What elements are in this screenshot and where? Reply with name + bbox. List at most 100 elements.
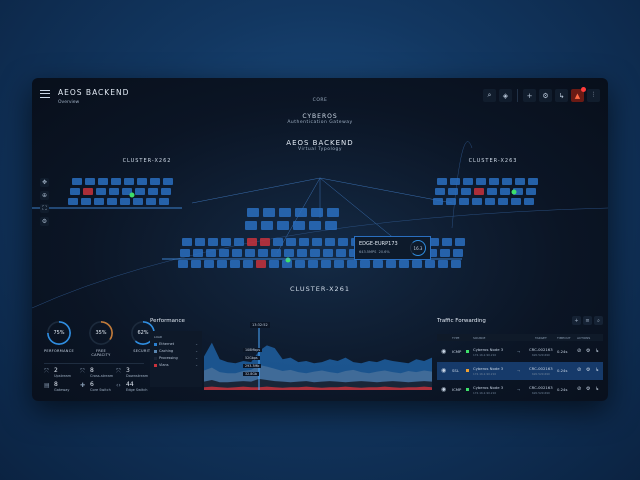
node-alert[interactable] (256, 260, 266, 268)
node[interactable] (245, 221, 257, 230)
node[interactable] (96, 188, 106, 195)
node[interactable] (150, 178, 160, 185)
node[interactable] (221, 238, 231, 246)
eye-icon[interactable]: ◉ (441, 367, 447, 374)
node[interactable] (526, 188, 536, 195)
node[interactable] (271, 249, 281, 257)
node[interactable] (269, 260, 279, 268)
node[interactable] (455, 238, 465, 246)
node[interactable] (111, 178, 121, 185)
node[interactable] (135, 188, 145, 195)
fit-icon[interactable]: ⛶ (40, 204, 49, 213)
node[interactable] (373, 260, 383, 268)
route-icon[interactable]: ↳ (595, 367, 600, 373)
legend-item[interactable]: Ethernet⌄ (154, 342, 198, 346)
settings-icon[interactable]: ⚙ (586, 348, 591, 354)
node[interactable] (109, 188, 119, 195)
node[interactable] (161, 188, 171, 195)
node[interactable] (325, 238, 335, 246)
node[interactable] (258, 249, 268, 257)
node[interactable] (206, 249, 216, 257)
filter-icon[interactable]: ≡ (583, 316, 592, 325)
table-row[interactable]: ◉ ICMP Cyberos Node 3 172.16.2.90.210 → … (437, 381, 603, 399)
node[interactable] (94, 198, 104, 205)
search-icon[interactable]: ⌕ (483, 89, 496, 102)
chevron-down-icon[interactable]: ⌄ (195, 363, 198, 367)
node[interactable] (435, 188, 445, 195)
block-icon[interactable]: ⊘ (577, 348, 582, 354)
settings-icon[interactable]: ⚙ (40, 217, 49, 226)
sliders-icon[interactable]: ⫶ (587, 89, 600, 102)
node[interactable] (312, 238, 322, 246)
node[interactable] (204, 260, 214, 268)
col-type[interactable]: TYPE (452, 336, 460, 340)
node[interactable] (232, 249, 242, 257)
node[interactable] (323, 249, 333, 257)
eye-icon[interactable]: ◉ (441, 386, 447, 393)
node[interactable] (338, 238, 348, 246)
node-alert[interactable] (247, 238, 257, 246)
chevron-down-icon[interactable]: ⌄ (195, 349, 198, 353)
chevron-down-icon[interactable]: ⌄ (195, 356, 198, 360)
node[interactable] (446, 198, 456, 205)
node[interactable] (286, 238, 296, 246)
route-icon[interactable]: ↳ (595, 386, 600, 392)
node[interactable] (433, 198, 443, 205)
layers-icon[interactable]: ◈ (499, 89, 512, 102)
legend-item[interactable]: Caching⌄ (154, 349, 198, 353)
col-target[interactable]: TARGET (535, 336, 547, 340)
node[interactable] (321, 260, 331, 268)
gateway-node[interactable]: CYBEROS Authentication Gateway (280, 113, 360, 125)
node[interactable] (133, 198, 143, 205)
block-icon[interactable]: ⊘ (577, 386, 582, 392)
node[interactable] (311, 208, 323, 217)
settings-icon[interactable]: ⚙ (586, 386, 591, 392)
node[interactable] (459, 198, 469, 205)
node[interactable] (85, 178, 95, 185)
node[interactable] (146, 198, 156, 205)
alert-icon[interactable]: ▲ (571, 87, 586, 102)
table-row[interactable]: ◉ SSL Cyberos Node 3 172.16.2.90.210 → C… (437, 362, 603, 380)
node-alert[interactable] (474, 188, 484, 195)
node[interactable] (511, 198, 521, 205)
node[interactable] (163, 178, 173, 185)
node[interactable] (208, 238, 218, 246)
node[interactable] (137, 178, 147, 185)
node[interactable] (159, 198, 169, 205)
node[interactable] (178, 260, 188, 268)
node[interactable] (120, 198, 130, 205)
search-icon[interactable]: ⌕ (594, 316, 603, 325)
route-icon[interactable]: ↳ (595, 348, 600, 354)
node[interactable] (295, 208, 307, 217)
chevron-down-icon[interactable]: ⌄ (195, 342, 198, 346)
performance-chart[interactable] (204, 328, 432, 390)
node[interactable] (273, 238, 283, 246)
move-icon[interactable]: ✥ (40, 178, 49, 187)
node[interactable] (263, 208, 275, 217)
node[interactable] (279, 208, 291, 217)
root-node[interactable]: AEOS BACKEND Virtual Typology (270, 139, 370, 152)
node[interactable] (487, 188, 497, 195)
node[interactable] (524, 198, 534, 205)
node[interactable] (334, 260, 344, 268)
node[interactable] (429, 238, 439, 246)
zoom-icon[interactable]: ⊕ (40, 191, 49, 200)
node[interactable] (450, 178, 460, 185)
plus-icon[interactable]: + (523, 89, 536, 102)
node[interactable] (122, 188, 132, 195)
node[interactable] (476, 178, 486, 185)
node[interactable] (500, 188, 510, 195)
node[interactable] (453, 249, 463, 257)
node[interactable] (68, 198, 78, 205)
node[interactable] (515, 178, 525, 185)
menu-icon[interactable] (40, 90, 50, 98)
route-icon[interactable]: ↳ (555, 89, 568, 102)
col-actions[interactable]: ACTIONS (577, 336, 591, 340)
node[interactable] (193, 249, 203, 257)
node[interactable] (485, 198, 495, 205)
node-alert[interactable] (260, 238, 270, 246)
node[interactable] (489, 178, 499, 185)
node[interactable] (191, 260, 201, 268)
node[interactable] (277, 221, 289, 230)
eye-icon[interactable]: ◉ (441, 348, 447, 355)
